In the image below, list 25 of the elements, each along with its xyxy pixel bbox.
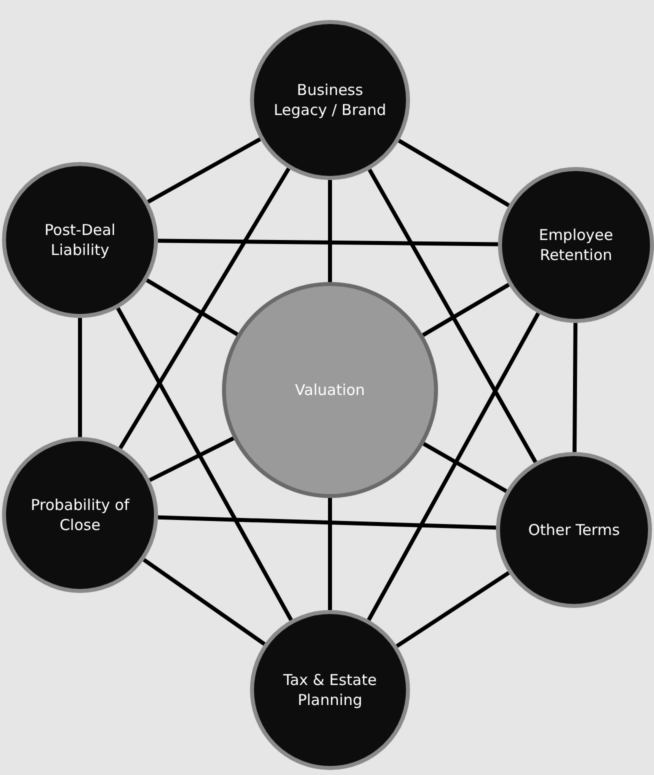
circle-label: Employee Retention — [538, 224, 614, 266]
connector-line — [328, 180, 332, 282]
connector-line — [158, 238, 498, 246]
connector-line — [398, 138, 510, 208]
connector-line — [368, 168, 538, 464]
circle-label: Probability of Close — [30, 494, 130, 536]
connector-line — [148, 436, 234, 482]
connector-line — [158, 515, 496, 530]
connector-line — [422, 442, 508, 493]
connector-line — [396, 571, 510, 648]
connector-line — [366, 312, 540, 621]
connector-line — [118, 168, 290, 450]
connector-line — [142, 558, 266, 646]
connector-line — [328, 498, 332, 610]
circle-label: Post-Deal Liability — [44, 220, 116, 260]
connector-line — [422, 282, 510, 337]
connector-line — [146, 278, 238, 336]
circle-label: Tax & Estate Planning — [282, 670, 378, 710]
connector-line — [572, 322, 578, 452]
connector-line — [78, 318, 82, 437]
connector-line — [116, 307, 293, 622]
circle-label: Business Legacy / Brand — [272, 80, 388, 120]
connector-line — [147, 137, 262, 204]
circle-label: Other Terms — [527, 520, 621, 540]
circle-label: Valuation — [294, 380, 366, 400]
